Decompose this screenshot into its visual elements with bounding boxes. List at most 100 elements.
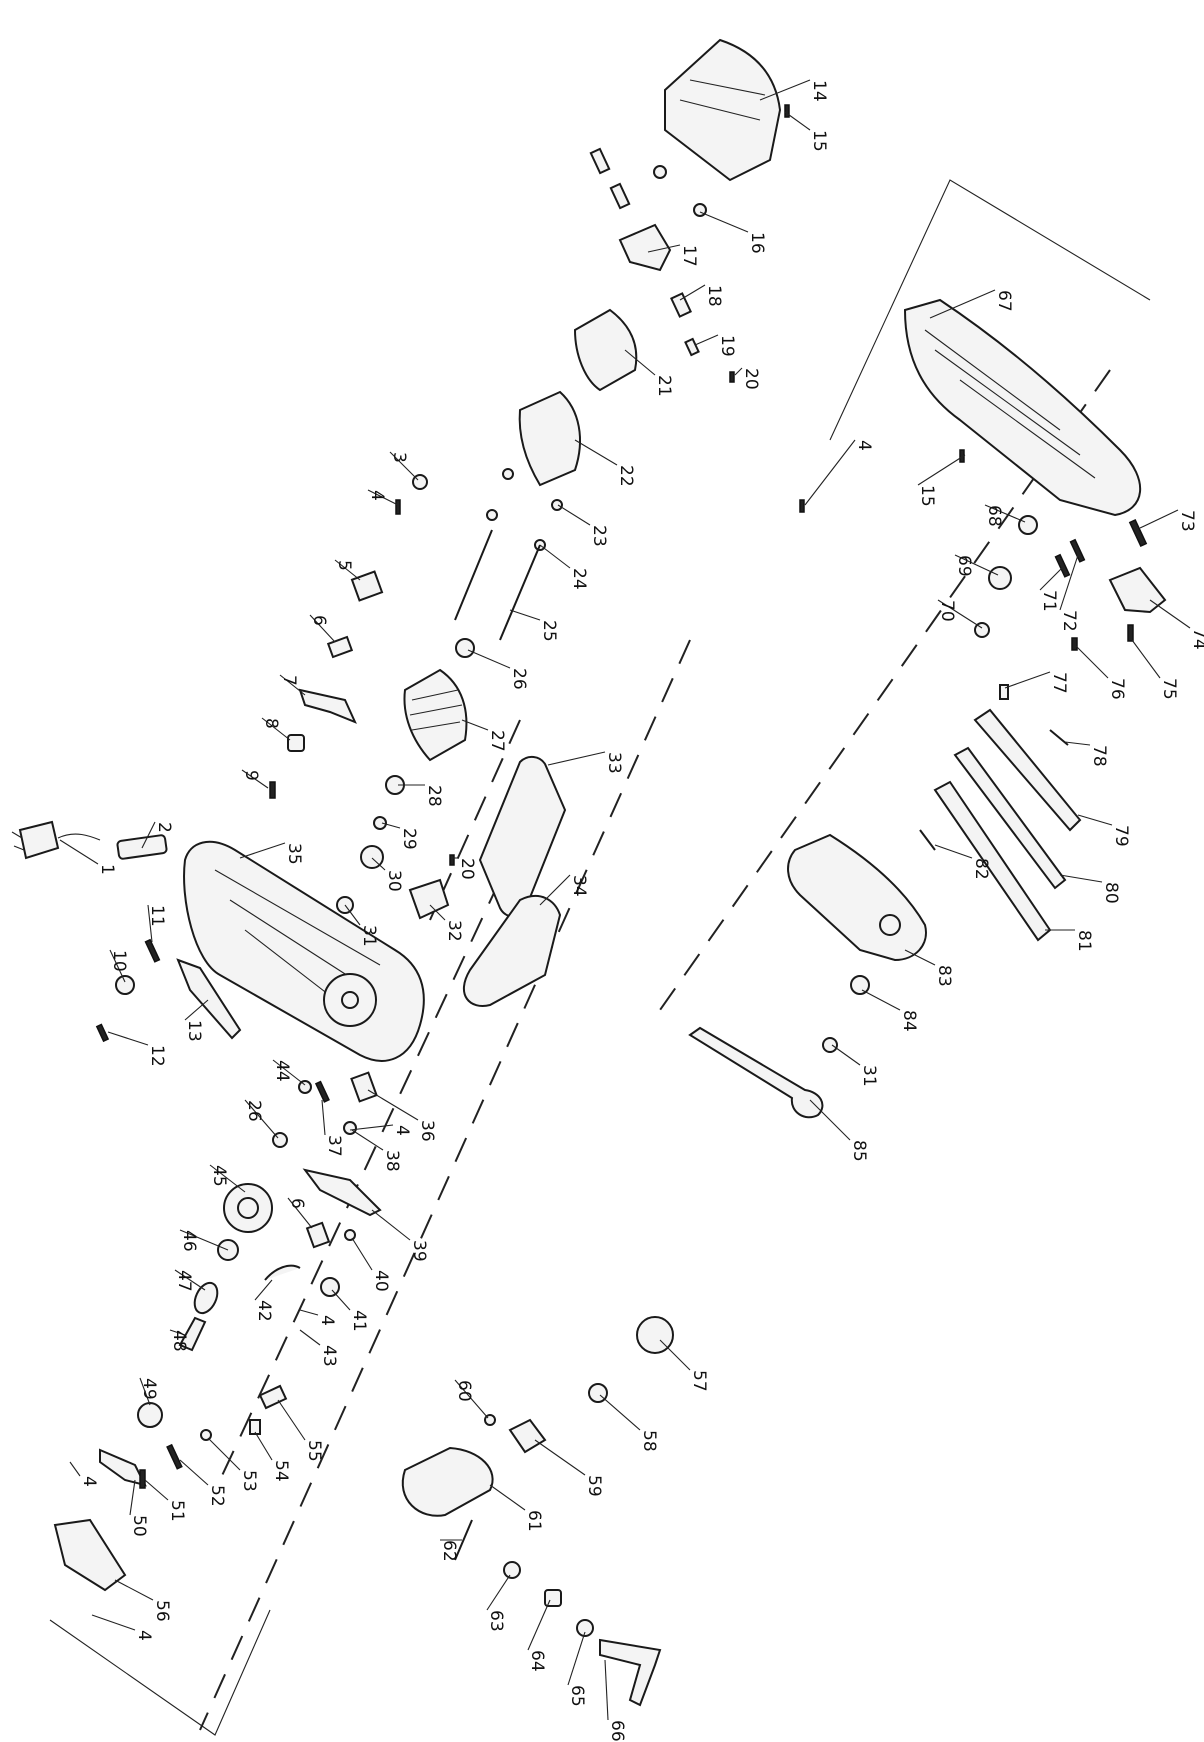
callout-c1: 1: [59, 839, 117, 875]
callout-c11: 11: [147, 904, 167, 943]
callout-leader-line: [287, 1197, 313, 1229]
callout-leader-line: [486, 1574, 511, 1611]
part-47: [193, 1281, 219, 1315]
part-51: [139, 1469, 146, 1489]
screw-part-20b: [449, 854, 455, 866]
part-29: [373, 816, 387, 830]
callout-leader-line: [239, 842, 286, 859]
callout-c63: 63: [486, 1574, 511, 1632]
callout-number: 4: [317, 1315, 337, 1326]
callout-number: 23: [589, 525, 609, 547]
part-40: [344, 1229, 356, 1241]
callout-c35: 35: [239, 842, 304, 865]
callout-leader-line: [277, 1399, 306, 1441]
callout-leader-line: [1131, 639, 1161, 679]
sprocket-part-69: [988, 566, 1012, 590]
callout-number: 2: [154, 822, 174, 833]
callout-leader-line: [209, 1164, 246, 1193]
callout-number: 50: [129, 1515, 149, 1537]
callout-leader-line: [244, 1099, 279, 1139]
dash-line-lower: [219, 879, 501, 1481]
callout-leader-line: [179, 1229, 229, 1251]
callout-number: 56: [152, 1600, 172, 1622]
callout-number: 31: [859, 1065, 879, 1087]
callout-c2: 2: [141, 821, 174, 849]
part-64: [544, 1589, 562, 1607]
callout-number: 13: [184, 1020, 204, 1042]
callout-number: 8: [261, 718, 281, 729]
callout-leader-line: [861, 989, 901, 1011]
part-16a: [653, 165, 667, 179]
spring-part-73: [1128, 518, 1148, 548]
callout-number: 37: [324, 1135, 344, 1157]
callout-leader-line: [804, 439, 856, 506]
part-72: [1069, 538, 1086, 563]
callout-c24: 24: [539, 544, 589, 590]
callout-number: 57: [689, 1370, 709, 1392]
top-cover-part: [664, 38, 782, 182]
callout-c34: 34: [539, 874, 589, 906]
part-8: [287, 734, 305, 752]
callout-leader-line: [272, 1059, 306, 1086]
part-49: [137, 1402, 163, 1428]
callout-leader-line: [567, 1631, 586, 1686]
callout-c26a: 26: [467, 649, 529, 690]
callout-c15b: 15: [917, 454, 966, 507]
callout-number: 22: [616, 465, 636, 487]
callout-leader-line: [647, 244, 681, 253]
callout-number: 82: [971, 858, 991, 880]
callout-leader-line: [109, 949, 126, 983]
part-9: [269, 781, 276, 799]
callout-number: 39: [409, 1240, 429, 1262]
part-19: [684, 337, 700, 357]
callout-leader-line: [694, 334, 719, 346]
callout-c49: 49: [139, 1377, 159, 1406]
callout-number: 85: [849, 1140, 869, 1162]
callout-number: 26: [509, 668, 529, 690]
callout-number: 41: [349, 1310, 369, 1332]
callout-leader-line: [344, 904, 361, 926]
part-32: [408, 878, 450, 920]
callout-c28: 28: [398, 784, 444, 807]
callout-leader-line: [934, 844, 973, 859]
callout-c60: 60: [454, 1379, 489, 1419]
callout-number: 81: [1074, 930, 1094, 952]
side-cover-part-83: [787, 833, 927, 962]
callout-leader-line: [429, 904, 446, 921]
callout-c45: 45: [209, 1164, 246, 1193]
callout-leader-line: [69, 1461, 81, 1477]
callout-c29: 29: [381, 822, 419, 850]
screw-part-15a: [784, 104, 790, 118]
callout-leader-line: [699, 211, 749, 233]
callout-c51: 51: [144, 1479, 187, 1522]
callout-leader-line: [624, 349, 656, 376]
callout-leader-line: [349, 1124, 394, 1131]
callout-c20b: 20: [452, 857, 477, 880]
callout-leader-line: [367, 489, 399, 506]
callout-number: 25: [539, 620, 559, 642]
callout-leader-line: [659, 1339, 691, 1371]
callout-number: 32: [444, 920, 464, 942]
callout-leader-line: [141, 821, 156, 849]
callout-c25: 25: [509, 609, 559, 642]
callout-leader-line: [241, 769, 269, 789]
callout-leader-line: [107, 1031, 149, 1046]
callout-number: 33: [604, 752, 624, 774]
part-42: [264, 1264, 301, 1281]
callout-leader-line: [334, 559, 361, 581]
callout-c81: 81: [1045, 929, 1094, 952]
callout-leader-line: [371, 1209, 411, 1241]
shaft-part-48: [178, 1316, 207, 1352]
callout-c4d: 4: [299, 1309, 337, 1326]
callout-c77: 77: [1004, 671, 1069, 694]
callout-number: 4: [134, 1630, 154, 1641]
callout-number: 18: [704, 285, 724, 307]
callout-leader-line: [184, 999, 209, 1021]
part-38: [343, 1121, 357, 1135]
callout-leader-line: [547, 751, 606, 766]
part-10: [115, 975, 135, 995]
callout-number: 65: [567, 1685, 587, 1707]
callout-number: 71: [1039, 590, 1059, 612]
callout-number: 29: [399, 828, 419, 850]
callout-c4b: 4: [804, 439, 874, 506]
